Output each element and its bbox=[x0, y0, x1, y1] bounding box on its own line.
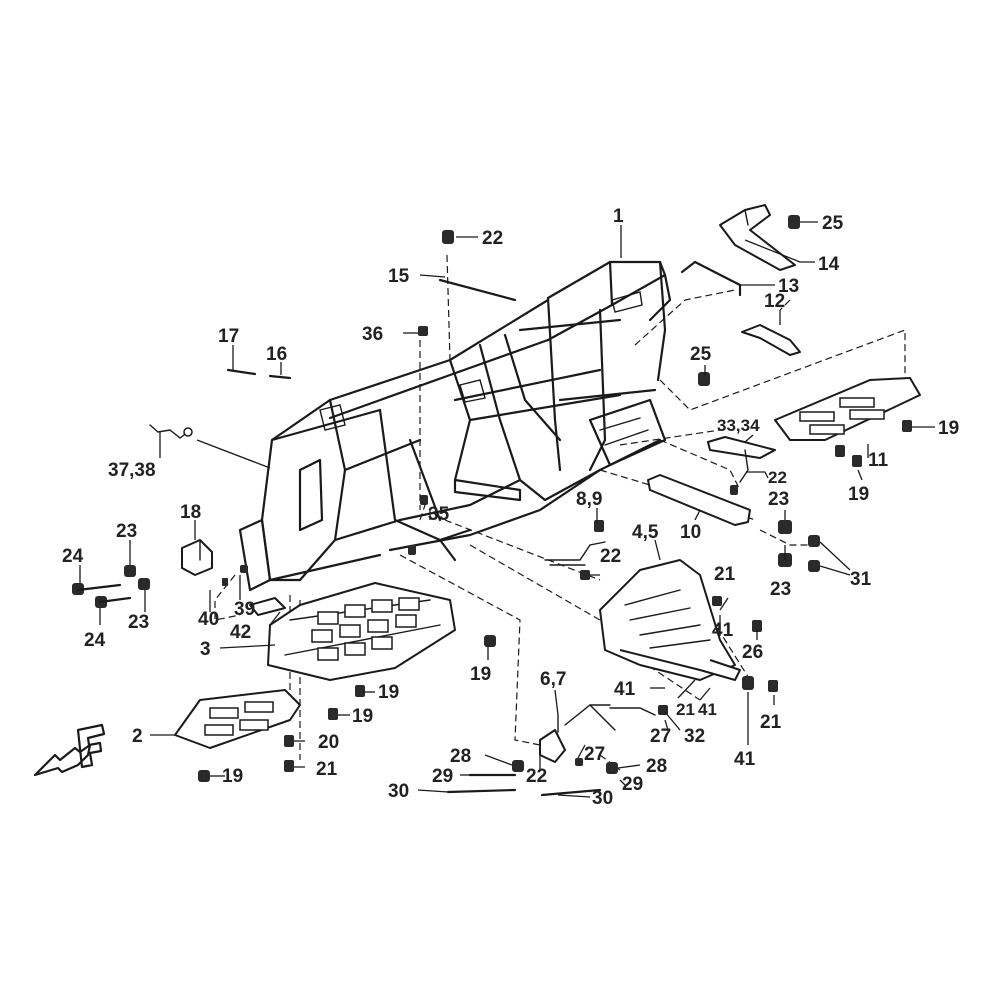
callout-28-right: 28 bbox=[646, 756, 667, 777]
pipe-assembly[interactable] bbox=[544, 541, 606, 566]
callout-40: 40 bbox=[198, 609, 219, 630]
callout-30-left: 30 bbox=[388, 781, 409, 802]
callout-19-center: 19 bbox=[378, 682, 399, 703]
callout-11: 11 bbox=[868, 450, 889, 471]
callout-1: 1 bbox=[613, 206, 624, 227]
callout-16: 16 bbox=[266, 344, 287, 365]
strap[interactable] bbox=[741, 324, 801, 356]
callout-27-right: 27 bbox=[650, 726, 671, 747]
callout-29-left: 29 bbox=[432, 766, 453, 787]
callout-30-right: 30 bbox=[592, 788, 613, 809]
callout-32: 32 bbox=[684, 726, 705, 747]
callout-27-center: 27 bbox=[584, 744, 605, 765]
callout-22-low: 22 bbox=[526, 766, 547, 787]
callout-21-mid: 21 bbox=[676, 700, 695, 719]
callout-39: 39 bbox=[234, 599, 255, 620]
callout-labels: 1 22 15 25 14 13 12 36 17 16 25 33,34 19… bbox=[62, 206, 959, 809]
skid-plate-front[interactable] bbox=[174, 689, 301, 749]
rear-bracket[interactable] bbox=[707, 436, 776, 483]
callout-26: 26 bbox=[742, 642, 763, 663]
callout-6-7: 6,7 bbox=[540, 669, 566, 690]
callout-41-upper: 41 bbox=[712, 620, 734, 641]
callout-3: 3 bbox=[200, 639, 211, 660]
callout-25-mid: 25 bbox=[690, 344, 712, 365]
callout-31: 31 bbox=[850, 569, 872, 590]
callout-10: 10 bbox=[680, 522, 701, 543]
callout-42: 42 bbox=[230, 622, 251, 643]
callout-41-mid2: 41 bbox=[698, 700, 717, 719]
rear-cover[interactable] bbox=[719, 204, 796, 271]
callout-41-low: 41 bbox=[734, 749, 756, 770]
callout-22-top: 22 bbox=[482, 228, 503, 249]
callout-23-rear: 23 bbox=[768, 489, 789, 510]
callout-19-low: 19 bbox=[222, 766, 243, 787]
small-plate[interactable] bbox=[249, 597, 286, 616]
callout-12: 12 bbox=[764, 291, 785, 312]
rear-handle[interactable] bbox=[680, 260, 742, 297]
front-direction-letter: F bbox=[86, 747, 87, 749]
fasteners[interactable] bbox=[72, 215, 912, 797]
skid-plate-main[interactable] bbox=[267, 582, 456, 681]
callout-19-mid: 19 bbox=[470, 664, 491, 685]
callout-36: 36 bbox=[362, 324, 383, 345]
wire-harness[interactable] bbox=[149, 424, 193, 439]
callout-24-low: 24 bbox=[84, 630, 106, 651]
callout-18: 18 bbox=[180, 502, 201, 523]
callout-20: 20 bbox=[318, 732, 339, 753]
rear-mudguard[interactable] bbox=[599, 559, 741, 681]
front-direction-arrow-icon: F bbox=[33, 723, 106, 777]
callout-8-9: 8,9 bbox=[576, 489, 602, 510]
callout-25-top: 25 bbox=[822, 213, 844, 234]
callout-22-rear: 22 bbox=[768, 468, 787, 487]
callout-33-34: 33,34 bbox=[717, 416, 760, 435]
callout-4-5: 4,5 bbox=[632, 522, 659, 543]
callout-28-left: 28 bbox=[450, 746, 471, 767]
callout-24-top: 24 bbox=[62, 546, 84, 567]
support-rod[interactable] bbox=[438, 278, 517, 302]
front-bracket[interactable] bbox=[181, 539, 213, 576]
callout-19-rear-low: 19 bbox=[848, 484, 869, 505]
callout-37-38: 37,38 bbox=[108, 460, 156, 481]
main-frame bbox=[238, 260, 672, 592]
callout-13: 13 bbox=[778, 276, 799, 297]
callout-23-left-low: 23 bbox=[128, 612, 149, 633]
callout-23-left: 23 bbox=[116, 521, 137, 542]
callout-17: 17 bbox=[218, 326, 239, 347]
callout-19-rear: 19 bbox=[938, 418, 959, 439]
callout-22-mid: 22 bbox=[600, 546, 621, 567]
skid-plate-rear[interactable] bbox=[774, 377, 921, 441]
callout-21-right-low: 21 bbox=[760, 712, 782, 733]
callout-41-mid: 41 bbox=[614, 679, 636, 700]
callout-21-left: 21 bbox=[316, 759, 338, 780]
leader-lines bbox=[79, 221, 935, 798]
rear-crossmember[interactable] bbox=[647, 474, 751, 526]
footrest-bracket[interactable] bbox=[539, 704, 656, 763]
callout-19-center-low: 19 bbox=[352, 706, 373, 727]
callout-23-rear-low: 23 bbox=[770, 579, 791, 600]
callout-29-right: 29 bbox=[622, 774, 643, 795]
callout-21-right: 21 bbox=[714, 564, 736, 585]
callout-14: 14 bbox=[818, 254, 840, 275]
callout-2: 2 bbox=[132, 726, 143, 747]
callout-15: 15 bbox=[388, 266, 410, 287]
callout-35: 35 bbox=[428, 504, 450, 525]
